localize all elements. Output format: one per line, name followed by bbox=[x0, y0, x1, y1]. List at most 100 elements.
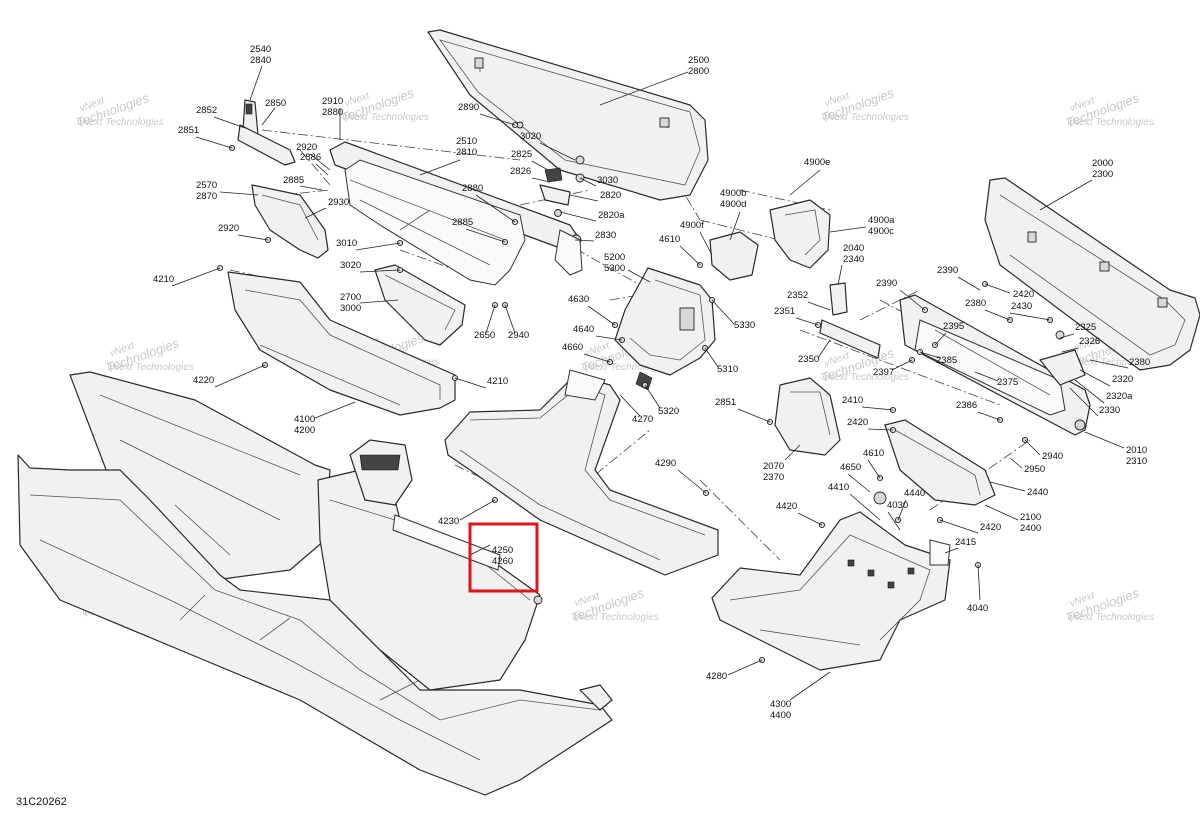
callout-c3010: 3010 bbox=[336, 238, 357, 249]
leader-c2350 bbox=[817, 339, 831, 359]
callout-c4280: 4280 bbox=[706, 671, 727, 682]
hinge-2540 bbox=[237, 99, 296, 166]
leader-c5310 bbox=[704, 347, 719, 368]
callout-line: 2920 bbox=[296, 142, 317, 153]
callout-c4030: 4030 bbox=[887, 500, 908, 511]
callout-line: 2880 bbox=[462, 183, 483, 194]
leader-c2890 bbox=[479, 113, 516, 126]
callout-line: 2825 bbox=[511, 149, 532, 160]
leader-c2920b bbox=[237, 234, 269, 241]
callout-line: 2820a bbox=[598, 210, 625, 221]
callout-c2375: 2375 bbox=[997, 377, 1018, 388]
leader-c5320 bbox=[644, 384, 661, 409]
leader-c2851b bbox=[737, 408, 771, 423]
callout-c2880b: 2880 bbox=[462, 183, 483, 194]
watermark-full: vNext Technologies bbox=[822, 372, 909, 383]
callout-line: 2886 bbox=[300, 152, 321, 163]
watermark-full: vNext Technologies bbox=[1067, 117, 1154, 128]
callout-line: 2410 bbox=[842, 395, 863, 406]
leader-c4030 bbox=[887, 511, 901, 531]
leader-c2320 bbox=[1079, 369, 1111, 387]
callout-line: 2440 bbox=[1027, 487, 1048, 498]
leader-c2380 bbox=[984, 309, 1011, 321]
leader-c2650 bbox=[485, 304, 496, 334]
leader-c4280 bbox=[727, 659, 763, 676]
callout-line: 2940 bbox=[1042, 451, 1063, 462]
callout-c2350: 2350 bbox=[798, 354, 819, 365]
leader-c2510 bbox=[419, 159, 461, 176]
callout-line: 2325 bbox=[1075, 322, 1096, 333]
callout-line: 4610 bbox=[863, 448, 884, 459]
callout-line: 4230 bbox=[438, 516, 459, 527]
callout-c4410: 4410 bbox=[828, 482, 849, 493]
callout-c4900f: 4900f bbox=[680, 220, 704, 231]
leader-c2852 bbox=[213, 116, 246, 129]
side-panel-front bbox=[17, 371, 613, 796]
leader-c2826 bbox=[531, 177, 551, 183]
callout-line: 2870 bbox=[196, 191, 217, 202]
leader-c4900a bbox=[829, 226, 867, 233]
callout-line: 2930 bbox=[328, 197, 349, 208]
callout-line: 2351 bbox=[774, 306, 795, 317]
callout-c4270: 4270 bbox=[632, 414, 653, 425]
callout-line: 2330 bbox=[1099, 405, 1120, 416]
callout-line: 2310 bbox=[1126, 456, 1147, 467]
callout-line: 3010 bbox=[336, 238, 357, 249]
callout-c2395: 2395 bbox=[943, 321, 964, 332]
callout-line: 4250 bbox=[492, 545, 513, 556]
callout-line: 4900f bbox=[680, 220, 704, 231]
callout-c2830: 2830 bbox=[595, 230, 616, 241]
callout-c2430: 2430 bbox=[1011, 301, 1032, 312]
callout-line: 2380 bbox=[1129, 357, 1150, 368]
leader-c4610 bbox=[679, 245, 701, 266]
callout-line: 2851 bbox=[715, 397, 736, 408]
callout-line: 2500 bbox=[688, 55, 709, 66]
leader-c2885 bbox=[299, 185, 323, 191]
leader-c2330 bbox=[1069, 387, 1099, 417]
bracket-2070 bbox=[774, 377, 841, 456]
callout-line: 2420 bbox=[847, 417, 868, 428]
callout-c3020: 3020 bbox=[340, 260, 361, 271]
door-panel-2000 bbox=[984, 177, 1200, 371]
trim-4100 bbox=[227, 271, 456, 416]
callout-c2920b: 2920 bbox=[218, 223, 239, 234]
callout-line: 2840 bbox=[250, 55, 271, 66]
callout-line: 2300 bbox=[1092, 169, 1113, 180]
callout-c4210b: 4210 bbox=[487, 376, 508, 387]
callout-c5320: 5320 bbox=[658, 406, 679, 417]
callout-line: 4900b bbox=[720, 188, 746, 199]
leader-c3020 bbox=[359, 269, 401, 273]
leader-c5330 bbox=[711, 299, 735, 325]
callout-c4230: 4230 bbox=[438, 516, 459, 527]
callout-c2650: 2650 bbox=[474, 330, 495, 341]
callout-c4290: 4290 bbox=[655, 458, 676, 469]
watermark-full: vNext Technologies bbox=[572, 612, 659, 623]
callout-c2826: 2826 bbox=[510, 166, 531, 177]
leader-c2000 bbox=[1039, 179, 1093, 211]
leader-c4420 bbox=[797, 512, 823, 526]
callout-line: 2800 bbox=[688, 66, 709, 77]
leader-c4040 bbox=[977, 564, 981, 601]
callout-line: 2395 bbox=[943, 321, 964, 332]
leader-c2420b bbox=[867, 428, 894, 431]
callout-c2885b: 2885 bbox=[452, 217, 473, 228]
callout-line: 2352 bbox=[787, 290, 808, 301]
leader-c4210 bbox=[171, 267, 221, 287]
bracket-2570 bbox=[251, 184, 329, 259]
leader-c4290 bbox=[677, 469, 707, 494]
watermark-full: vNext Technologies bbox=[77, 117, 164, 128]
callout-c2825: 2825 bbox=[511, 149, 532, 160]
callout-c2940: 2940 bbox=[508, 330, 529, 341]
callout-c3020b: 3020 bbox=[520, 131, 541, 142]
leader-c2700 bbox=[359, 299, 399, 304]
callout-line: 4300 bbox=[770, 699, 791, 710]
callout-c2397: 2397 bbox=[873, 367, 894, 378]
callout-c2326: 2326 bbox=[1079, 336, 1100, 347]
callout-line: 4440 bbox=[904, 488, 925, 499]
leader-c2395 bbox=[934, 332, 947, 346]
callout-c2325: 2325 bbox=[1075, 322, 1096, 333]
